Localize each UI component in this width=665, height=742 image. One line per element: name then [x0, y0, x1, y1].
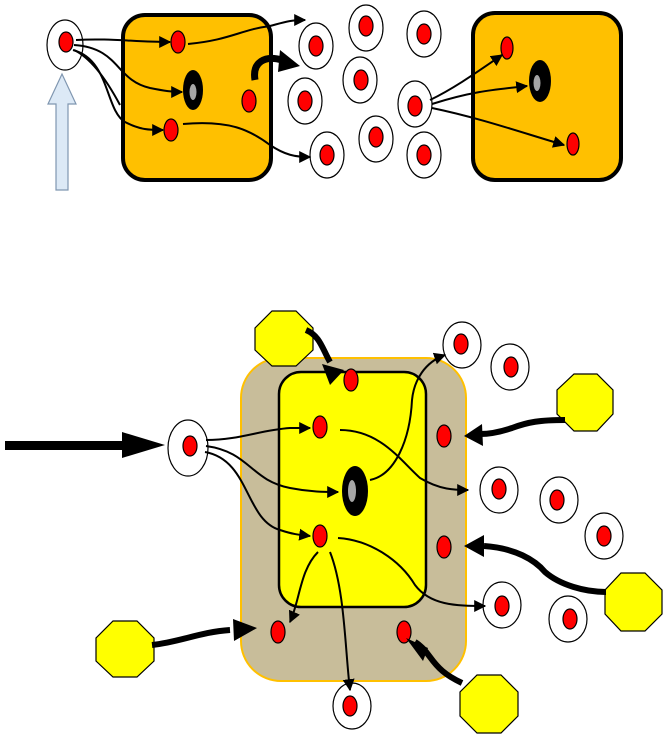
- red-dot: [566, 132, 580, 156]
- signal-octagon-icon: [95, 620, 155, 678]
- top-panel: [46, 4, 623, 191]
- red-dot: [312, 415, 328, 439]
- vesicle-icon: [397, 80, 433, 128]
- transport-arrows: [204, 352, 487, 692]
- signal-octagon-icon: [254, 310, 314, 367]
- vesicle-icon: [442, 321, 482, 369]
- red-dot: [436, 535, 452, 559]
- vesicle-icon: [298, 22, 334, 70]
- vesicle-icon: [287, 77, 323, 125]
- vesicle-icon: [479, 466, 519, 514]
- nucleus-icon: [529, 60, 551, 102]
- red-dot: [170, 30, 186, 54]
- signal-arrowheads: [233, 364, 484, 661]
- red-dot: [436, 424, 452, 448]
- red-dot: [343, 368, 359, 392]
- exocytosis-arrow-icon: [251, 50, 300, 81]
- vesicle-icon: [358, 115, 394, 163]
- vesicle-icon: [482, 581, 522, 629]
- red-dot: [396, 620, 412, 644]
- transport-arrows: [72, 14, 566, 163]
- vesicle-icon: [584, 512, 624, 560]
- bottom-panel: [5, 310, 663, 734]
- vesicle-icon: [332, 682, 372, 730]
- red-dot: [241, 89, 257, 113]
- vesicle-icon: [406, 10, 442, 58]
- nucleus-icon: [183, 70, 203, 110]
- vesicle-icon: [348, 4, 384, 52]
- vesicle-icon: [342, 56, 378, 104]
- signal-octagon-icon: [604, 572, 663, 632]
- signal-octagon-icon: [459, 674, 519, 734]
- signal-octagon-icon: [556, 373, 614, 432]
- vesicle-icon: [490, 343, 530, 391]
- vesicle-icon: [46, 19, 84, 71]
- nucleus-icon: [342, 466, 368, 516]
- red-dot: [270, 620, 286, 644]
- vesicle-icon: [309, 131, 345, 179]
- vesicle-icon: [167, 419, 209, 477]
- input-arrow-icon: [5, 432, 165, 458]
- vesicle-icon: [539, 476, 579, 524]
- vesicle-icon: [406, 131, 442, 179]
- red-dot: [312, 524, 328, 548]
- red-dot: [500, 36, 514, 60]
- up-arrow-icon: [47, 72, 77, 191]
- red-dot: [163, 118, 179, 142]
- vesicle-icon: [548, 595, 588, 643]
